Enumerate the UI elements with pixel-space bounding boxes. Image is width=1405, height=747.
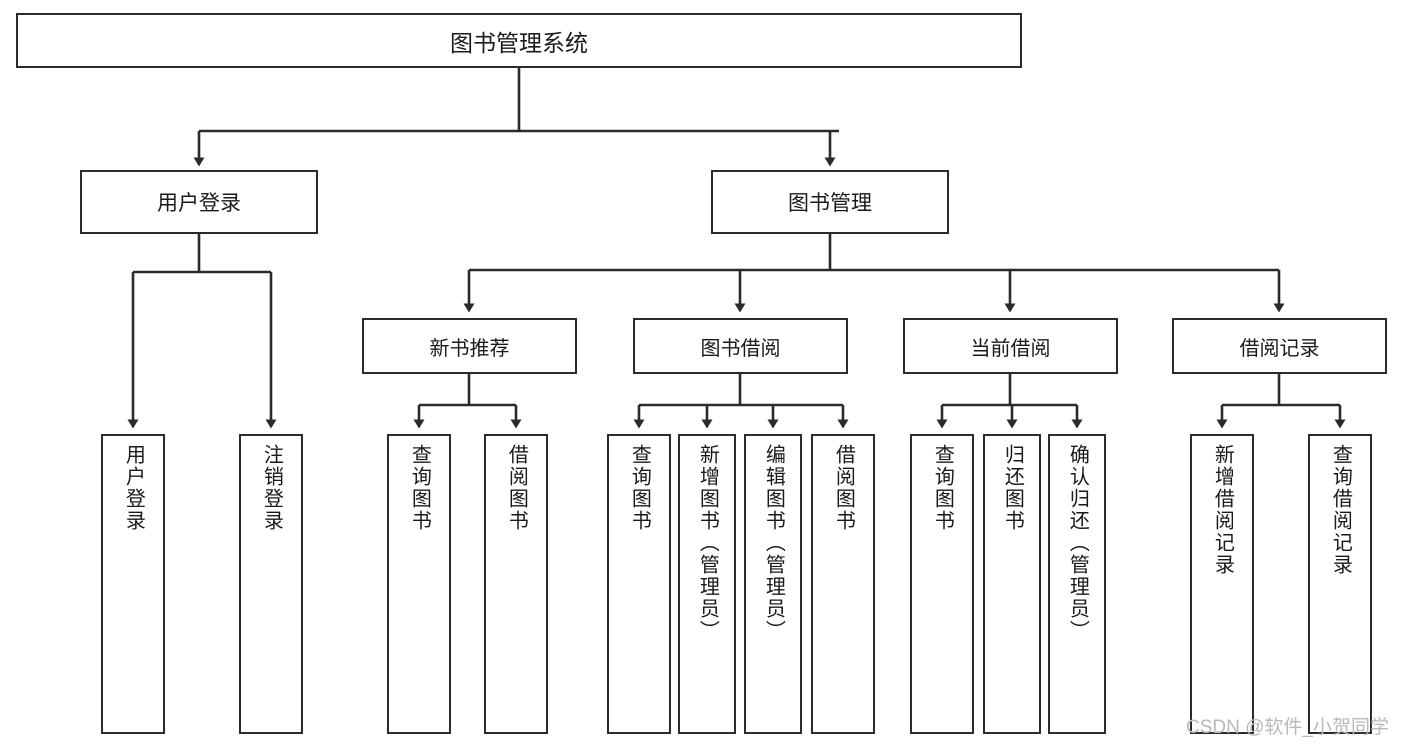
node-new-book-recommend-label: 新书推荐 — [429, 337, 510, 360]
watermark-text: CSDN @软件_小贺同学 — [1186, 717, 1389, 738]
leaf-query-book-current[interactable]: 查询图书 — [910, 434, 974, 734]
leaf-add-borrow-record-label: 新增借阅记录 — [1211, 444, 1234, 576]
node-book-management[interactable]: 图书管理 — [711, 170, 949, 234]
leaf-borrow-book-recommend[interactable]: 借阅图书 — [484, 434, 548, 734]
leaf-query-book-borrow[interactable]: 查询图书 — [607, 434, 671, 734]
leaf-user-login-label: 用户登录 — [122, 444, 145, 532]
leaf-query-book-borrow-label: 查询图书 — [628, 444, 651, 532]
leaf-add-book-admin[interactable]: 新增图书（管理员） — [678, 434, 736, 734]
node-root[interactable]: 图书管理系统 — [16, 13, 1022, 68]
leaf-logout-label: 注销登录 — [260, 444, 283, 532]
node-book-borrow-label: 图书借阅 — [700, 337, 781, 360]
leaf-confirm-return-admin[interactable]: 确认归还（管理员） — [1048, 434, 1106, 734]
node-current-borrow[interactable]: 当前借阅 — [903, 318, 1118, 374]
leaf-query-borrow-record[interactable]: 查询借阅记录 — [1308, 434, 1372, 734]
leaf-return-book[interactable]: 归还图书 — [983, 434, 1041, 734]
leaf-return-book-label: 归还图书 — [1001, 444, 1024, 532]
node-current-borrow-label: 当前借阅 — [970, 337, 1051, 360]
leaf-query-book-recommend-label: 查询图书 — [408, 444, 431, 532]
node-new-book-recommend[interactable]: 新书推荐 — [362, 318, 577, 374]
leaf-user-login[interactable]: 用户登录 — [101, 434, 165, 734]
leaf-borrow-book-label: 借阅图书 — [832, 444, 855, 532]
leaf-borrow-book-recommend-label: 借阅图书 — [505, 444, 528, 532]
leaf-confirm-return-admin-label: 确认归还（管理员） — [1066, 444, 1089, 642]
leaf-borrow-book[interactable]: 借阅图书 — [811, 434, 875, 734]
leaf-add-borrow-record[interactable]: 新增借阅记录 — [1190, 434, 1254, 734]
leaf-edit-book-admin[interactable]: 编辑图书（管理员） — [744, 434, 802, 734]
leaf-edit-book-admin-label: 编辑图书（管理员） — [762, 444, 785, 642]
node-user-login-label: 用户登录 — [157, 192, 241, 215]
leaf-query-borrow-record-label: 查询借阅记录 — [1329, 444, 1352, 576]
node-borrow-record-label: 借阅记录 — [1239, 337, 1320, 360]
node-book-management-label: 图书管理 — [788, 192, 872, 215]
leaf-add-book-admin-label: 新增图书（管理员） — [696, 444, 719, 642]
node-root-label: 图书管理系统 — [450, 29, 588, 56]
node-book-borrow[interactable]: 图书借阅 — [633, 318, 848, 374]
leaf-logout[interactable]: 注销登录 — [239, 434, 303, 734]
node-user-login[interactable]: 用户登录 — [80, 170, 318, 234]
leaf-query-book-recommend[interactable]: 查询图书 — [387, 434, 451, 734]
leaf-query-book-current-label: 查询图书 — [931, 444, 954, 532]
node-borrow-record[interactable]: 借阅记录 — [1172, 318, 1387, 374]
